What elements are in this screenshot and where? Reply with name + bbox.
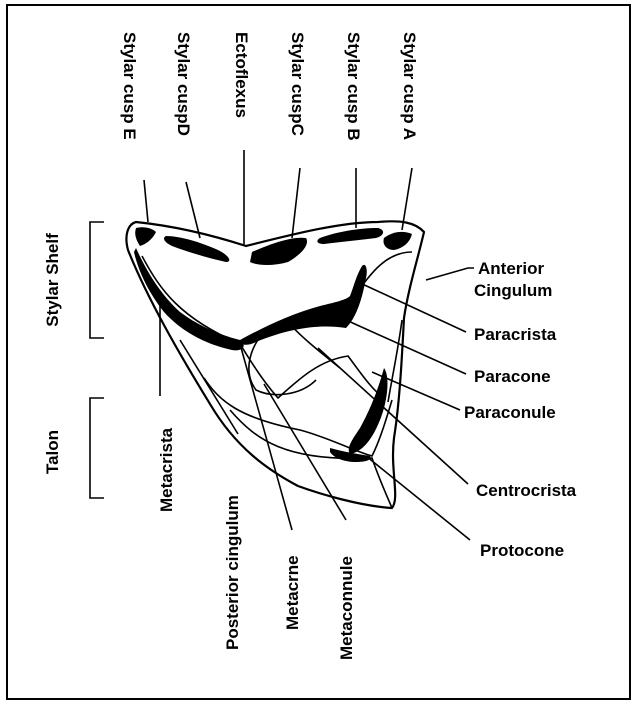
label-posterior-cingulum: Posterior cingulum [223,495,242,650]
label-anterior-cingulum-line2: Cingulum [474,281,552,300]
label-stylar-shelf: Stylar Shelf [43,233,62,327]
label-protocone: Protocone [480,541,564,560]
leader-anterior-cingulum [426,268,474,280]
label-paraconule: Paraconule [464,403,556,422]
label-stylar-cusp-b: Stylar cusp B [344,32,363,141]
label-centrocrista: Centrocrista [476,481,577,500]
label-metacrne: Metacrne [283,555,302,630]
label-ectoflexus: Ectoflexus [232,32,251,118]
label-stylar-cusp-a: Stylar cusp A [400,32,419,140]
leader-stylar-cusp-c [292,168,300,238]
label-talon: Talon [43,430,62,474]
label-paracrista: Paracrista [474,325,557,344]
talon-bracket [90,398,104,498]
stylar-shelf-bracket [90,222,104,338]
leader-stylar-cusp-a [402,168,412,230]
label-stylar-cusp-e: Stylar cusp E [120,32,139,140]
label-metacrista: Metacrista [157,427,176,512]
label-metaconnule: Metaconnule [337,556,356,660]
label-anterior-cingulum-line1: Anterior [478,259,545,278]
label-paracone: Paracone [474,367,551,386]
leader-stylar-cusp-e [144,180,148,222]
label-stylar-cusp-c: Stylar cuspC [288,32,307,136]
label-stylar-cusp-d: Stylar cuspD [174,32,193,136]
